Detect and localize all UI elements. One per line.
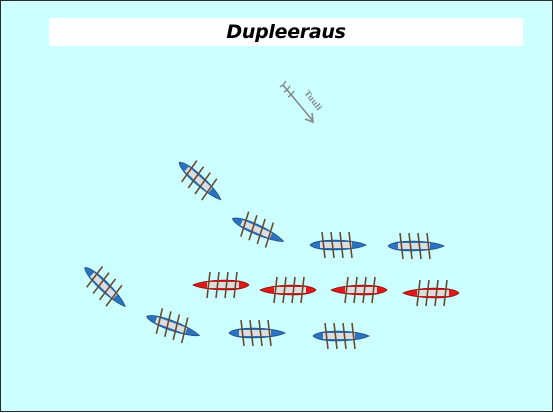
blue-galley-icon — [83, 265, 126, 308]
red-galley-icon — [402, 279, 460, 307]
red-galley-icon — [330, 276, 388, 304]
red-galley-icon — [259, 276, 317, 304]
wind-arrow-icon: Tuuli — [279, 80, 324, 124]
blue-galley-icon — [146, 307, 201, 344]
blue-galley-icon — [309, 231, 367, 259]
blue-galley-icon — [231, 210, 285, 249]
blue-galley-icon — [178, 159, 222, 201]
title-bar: Dupleeraus — [49, 18, 523, 46]
blue-fleet — [83, 159, 445, 350]
blue-galley-icon — [387, 232, 445, 260]
red-galley-icon — [192, 271, 250, 299]
red-fleet — [192, 271, 460, 307]
blue-galley-icon — [228, 319, 286, 347]
blue-galley-icon — [312, 322, 370, 350]
wind-label: Tuuli — [302, 88, 324, 112]
diagram-title: Dupleeraus — [226, 21, 346, 43]
